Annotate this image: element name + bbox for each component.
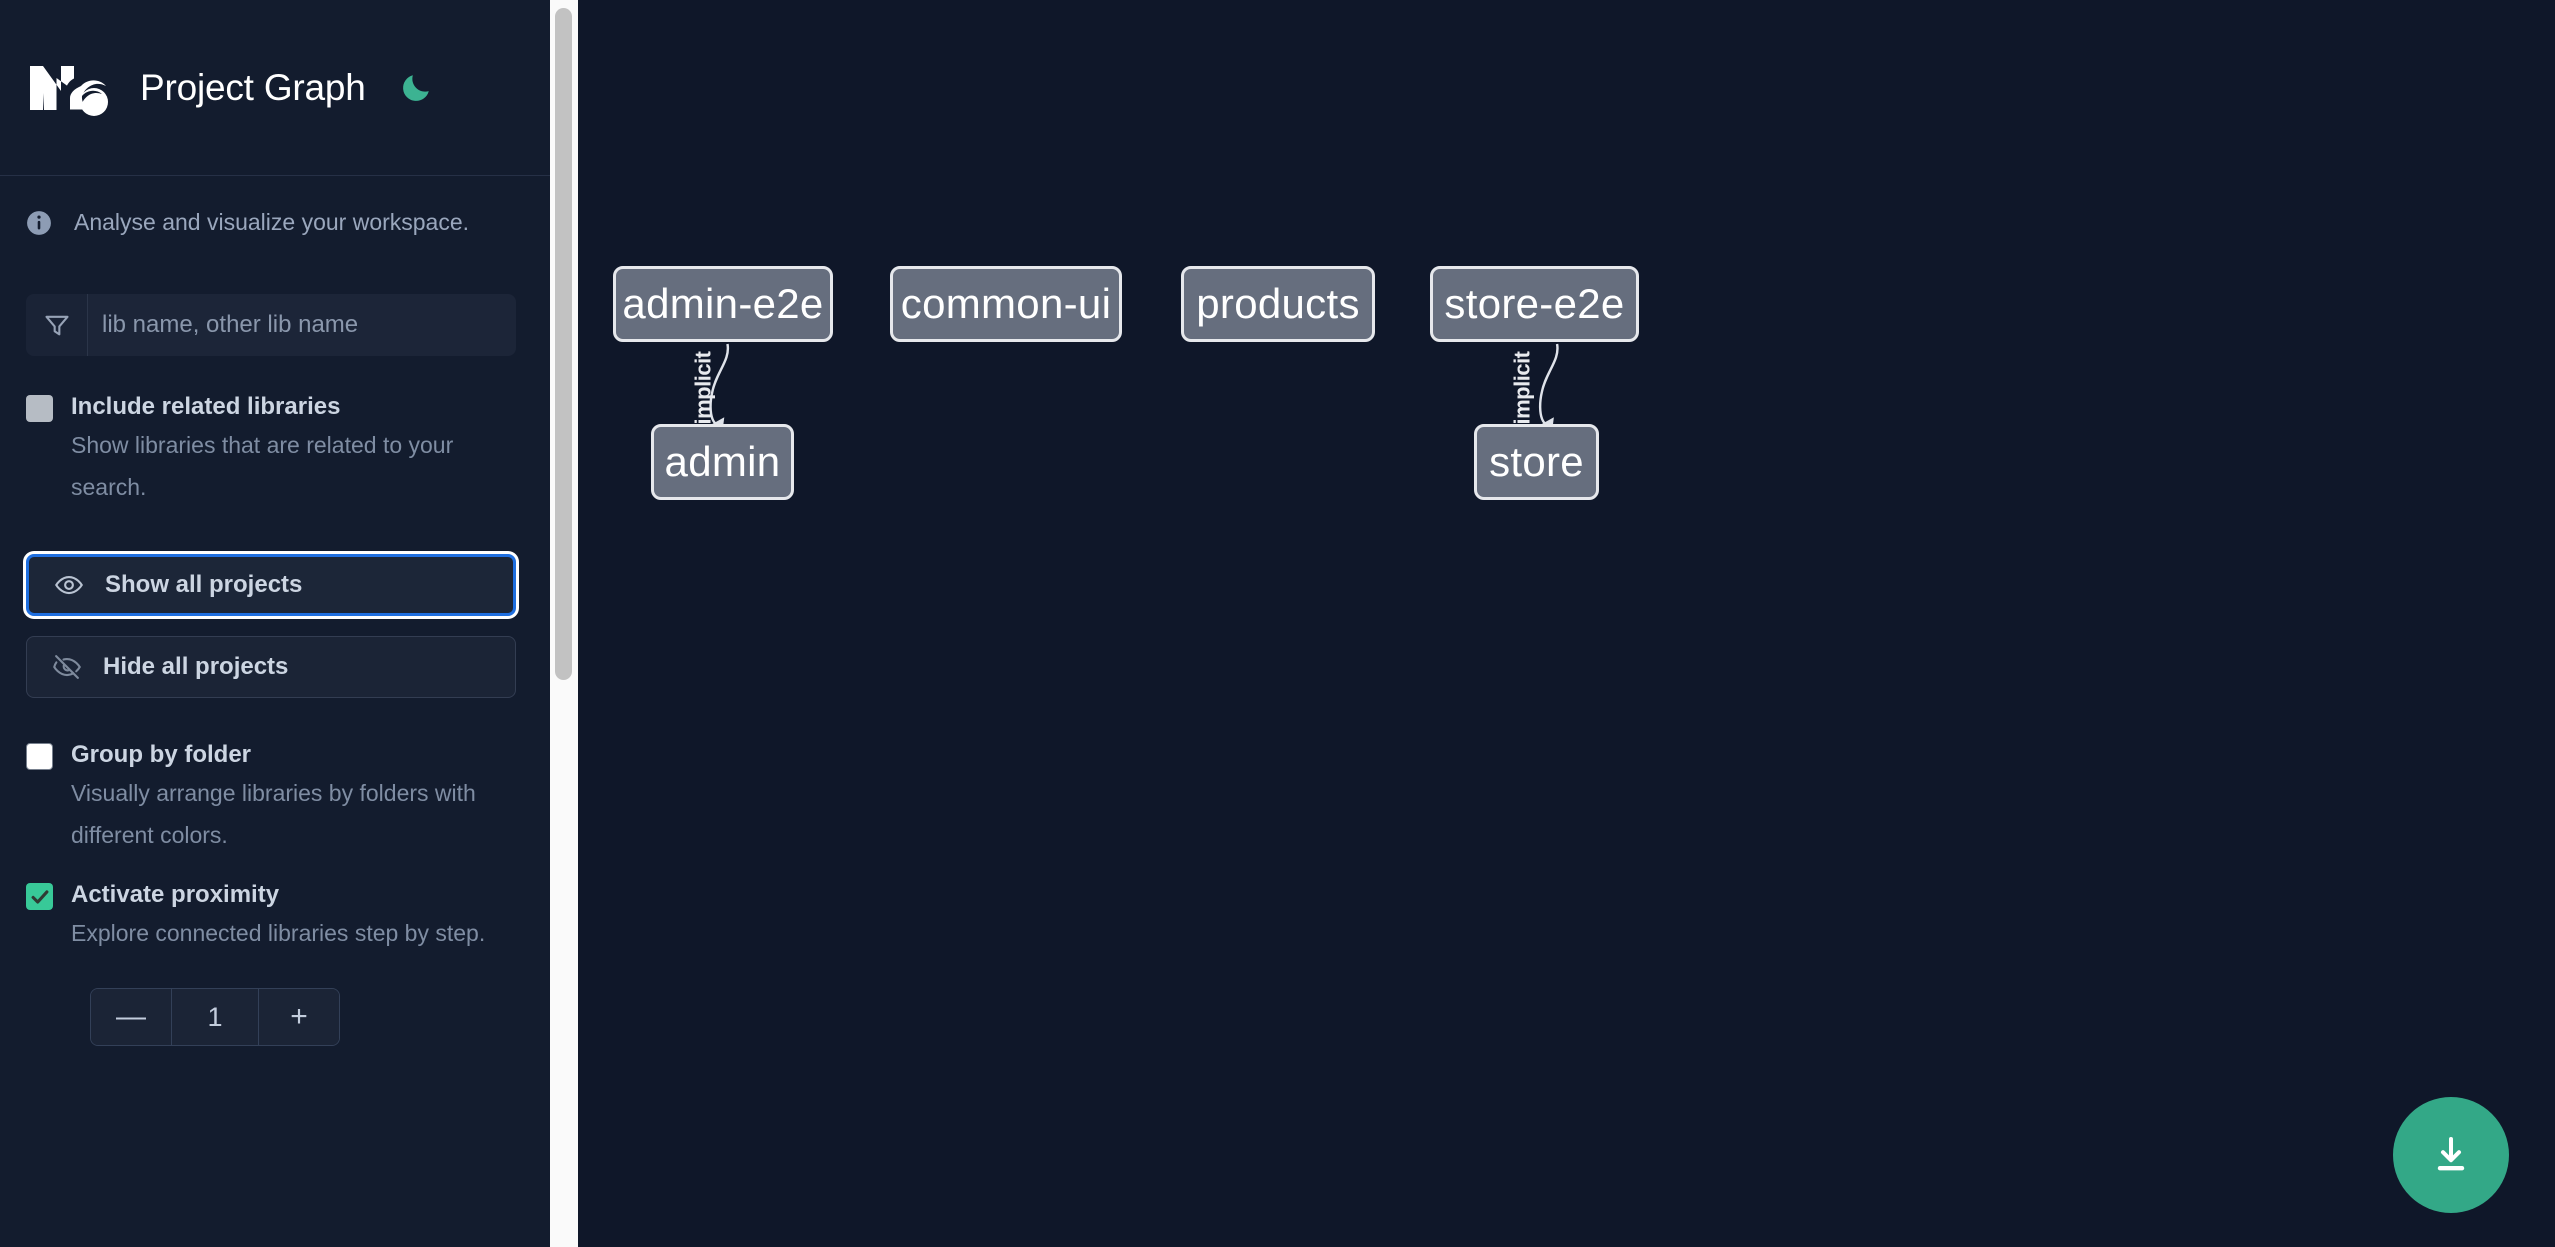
moon-icon[interactable] (396, 68, 436, 108)
graph-node-store-e2e[interactable]: store-e2e (1430, 266, 1639, 342)
edge-label-implicit-store: implicit (1509, 351, 1535, 425)
proximity-stepper: — 1 + (90, 988, 340, 1046)
graph-node-store[interactable]: store (1474, 424, 1599, 500)
download-icon (2437, 1137, 2465, 1171)
graph-node-products[interactable]: products (1181, 266, 1375, 342)
option-description: Visually arrange libraries by folders wi… (71, 780, 476, 848)
option-label: Include related libraries (71, 393, 341, 420)
option-description: Show libraries that are related to your … (71, 432, 454, 500)
stepper-value: 1 (171, 989, 259, 1045)
option-include-related-libraries[interactable]: Include related libraries Show libraries… (0, 356, 550, 508)
decrement-button[interactable]: — (91, 989, 171, 1045)
graph-node-common-ui[interactable]: common-ui (890, 266, 1122, 342)
page-title: Project Graph (140, 66, 366, 108)
eye-icon (53, 569, 85, 601)
checkbox-group-by-folder[interactable] (26, 743, 53, 770)
option-label: Group by folder (71, 741, 251, 768)
funnel-icon (26, 294, 88, 356)
eye-off-icon (51, 651, 83, 683)
edge-label-implicit-admin: implicit (690, 351, 716, 425)
option-label: Activate proximity (71, 881, 280, 908)
graph-edges (707, 343, 1559, 436)
show-all-projects-button[interactable]: Show all projects (26, 554, 516, 616)
nx-logo (26, 60, 110, 116)
sidebar: Project Graph Analyse and visualize your… (0, 0, 550, 1247)
brand-header: Project Graph (0, 0, 550, 176)
proximity-stepper-wrap: — 1 + (0, 954, 550, 1046)
option-activate-proximity[interactable]: Activate proximity Explore connected lib… (0, 856, 550, 954)
project-visibility-buttons: Show all projects Hide all projects (0, 508, 550, 698)
option-group-by-folder[interactable]: Group by folder Visually arrange librari… (0, 698, 550, 856)
checkbox-activate-proximity[interactable] (26, 883, 53, 910)
increment-button[interactable]: + (259, 989, 339, 1045)
button-label: Hide all projects (103, 653, 289, 680)
download-button[interactable] (2393, 1097, 2509, 1213)
tagline-row: Analyse and visualize your workspace. (0, 176, 550, 236)
hide-all-projects-button[interactable]: Hide all projects (26, 636, 516, 698)
filter-search-box[interactable] (26, 294, 516, 356)
button-label: Show all projects (105, 571, 303, 598)
graph-node-admin[interactable]: admin (651, 424, 794, 500)
sidebar-scrollbar-thumb[interactable] (555, 8, 572, 680)
sidebar-scrollbar-track[interactable] (550, 0, 578, 1247)
graph-canvas[interactable]: admin-e2e common-ui products store-e2e a… (550, 0, 2555, 1247)
edge-path-store (1537, 343, 1559, 436)
option-description: Explore connected libraries step by step… (71, 920, 486, 946)
graph-node-admin-e2e[interactable]: admin-e2e (613, 266, 833, 342)
checkbox-include-related-libraries[interactable] (26, 395, 53, 422)
search-input[interactable] (88, 294, 516, 356)
info-icon (26, 210, 52, 236)
tagline-text: Analyse and visualize your workspace. (74, 209, 470, 235)
